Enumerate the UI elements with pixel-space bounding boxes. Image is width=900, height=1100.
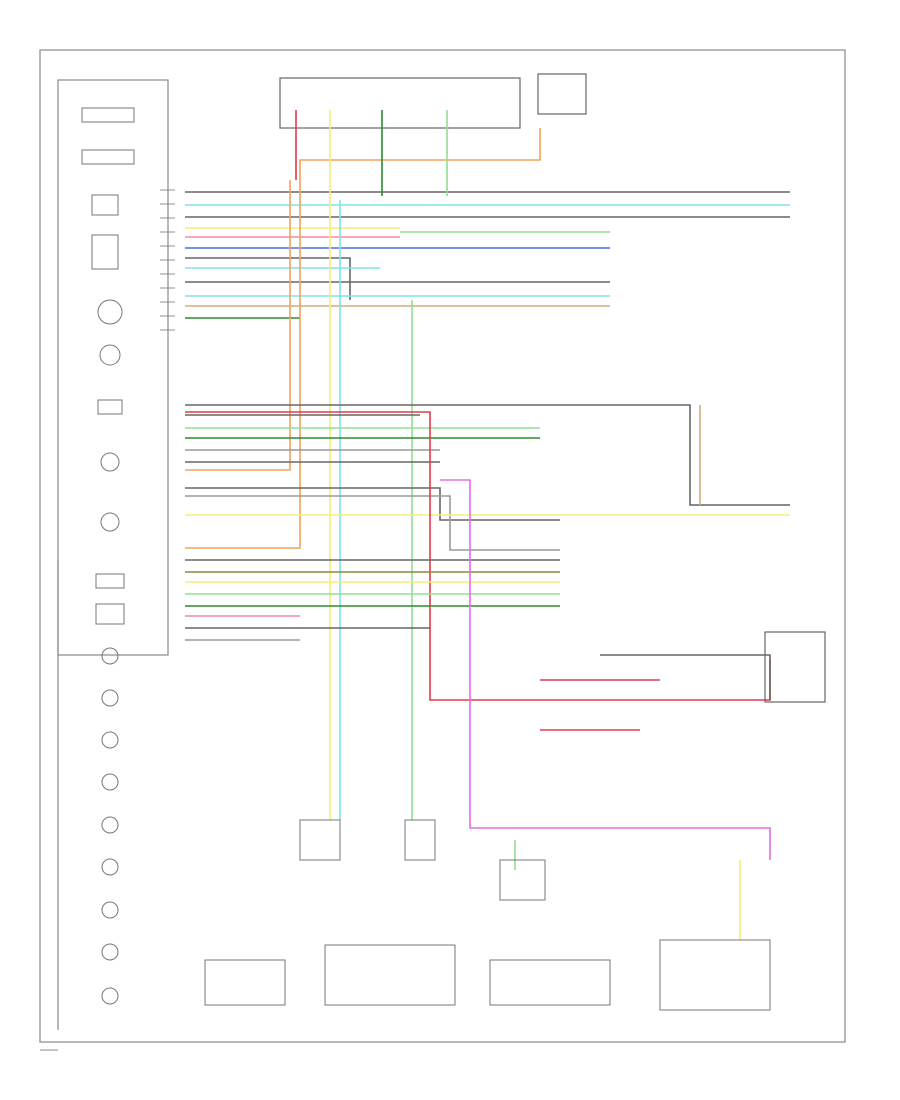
wire-orange-branch: [185, 180, 291, 471]
wire-bus-middle: [185, 404, 790, 701]
wire-bus-upper: [185, 191, 790, 319]
right-module-box: [764, 631, 826, 703]
ignition-switch-box: [537, 73, 587, 115]
wire-black-right: [600, 654, 771, 700]
diagram-frame: [39, 49, 846, 1043]
cluster-connector-c1: [160, 189, 175, 331]
instrument-cluster-outline: [57, 79, 169, 656]
wire-orange-feed: [185, 128, 541, 549]
wire-magenta-brake: [440, 479, 771, 860]
fuse-panel-top: [279, 77, 521, 129]
cluster-components: [81, 107, 135, 1005]
wire-bus-lower: [185, 559, 560, 641]
bottom-components: [204, 819, 771, 1011]
